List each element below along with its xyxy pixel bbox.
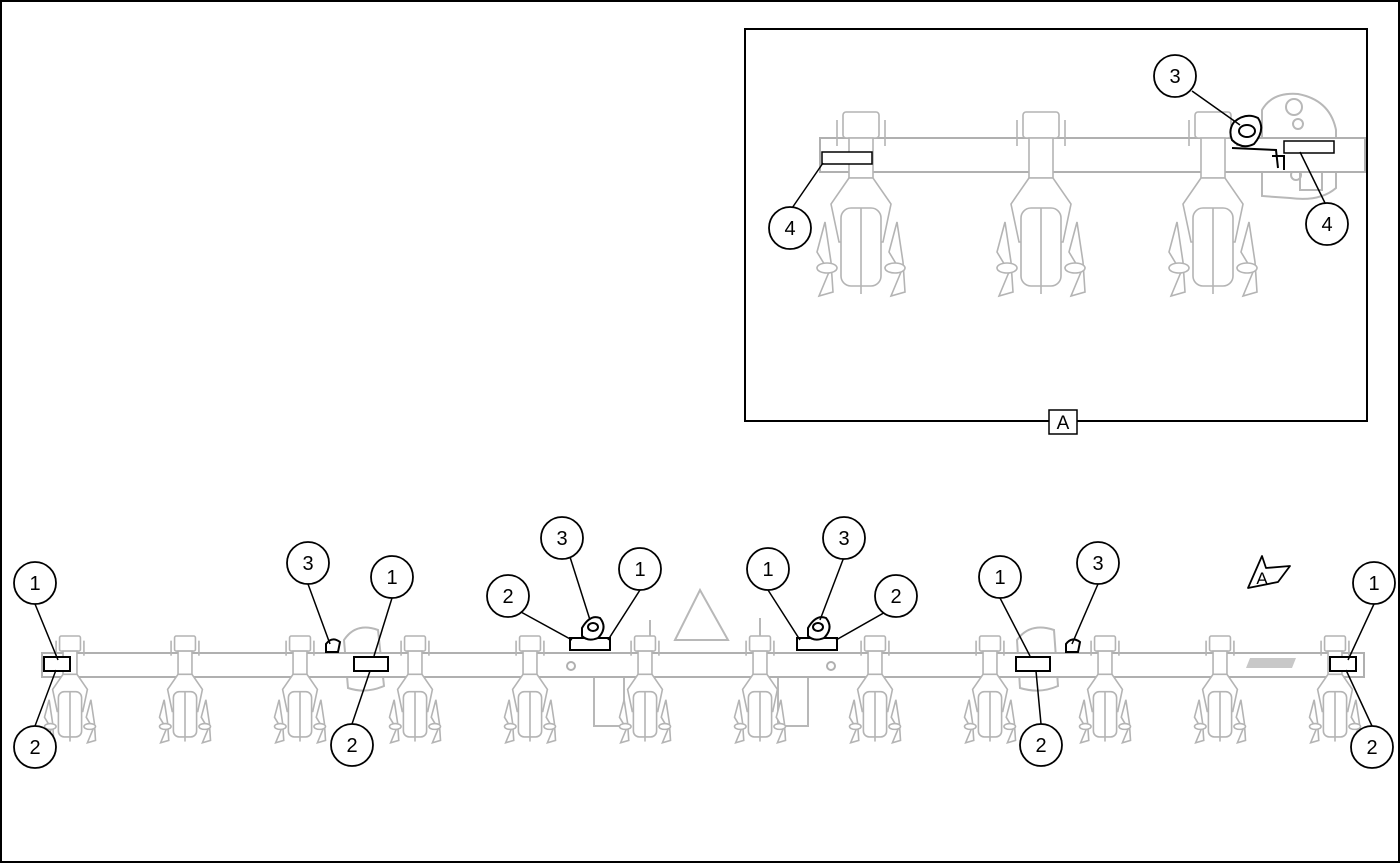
- row-unit-4: [388, 635, 442, 744]
- manual-holders: [325, 616, 1082, 653]
- callout-3-label: 3: [302, 553, 313, 575]
- callout-7-label: 1: [634, 559, 645, 581]
- view-arrow-icon: [1247, 555, 1291, 589]
- row-unit-8: [848, 635, 902, 744]
- inset-leaders: [789, 90, 1327, 212]
- callout-13: 3: [1076, 541, 1120, 585]
- row-unit-6: [618, 635, 672, 744]
- callout-6-label: 3: [556, 528, 567, 550]
- inset-callout-3-label: 4: [1321, 214, 1332, 236]
- manual-holder-left-wing: [325, 638, 342, 653]
- inset-decal-left: [821, 151, 873, 165]
- row-unit-11: [1193, 635, 1247, 744]
- row-unit-10: [1078, 635, 1132, 744]
- inset-row-units: [816, 111, 1258, 298]
- inset-callout-1: 3: [1153, 54, 1197, 98]
- callout-2-label: 2: [29, 737, 40, 759]
- callout-11-label: 1: [994, 567, 1005, 589]
- row-unit-5: [503, 635, 557, 744]
- callout-center-left-2: 2: [486, 574, 530, 618]
- callout-5: 2: [330, 723, 374, 767]
- callout-1-label: 1: [29, 573, 40, 595]
- detail-inset: 3 4 4 A: [744, 28, 1368, 435]
- manual-holder-center-right: [807, 616, 831, 641]
- callout-1: 1: [13, 561, 57, 605]
- inset-row-unit-2: [996, 111, 1086, 298]
- manual-holder-right-wing: [1065, 638, 1082, 653]
- callout-13-label: 3: [1092, 553, 1103, 575]
- callout-4-label: 1: [386, 567, 397, 589]
- callout-3: 3: [286, 541, 330, 585]
- manual-holder-center-left: [581, 616, 605, 641]
- view-arrow: A: [1247, 555, 1291, 589]
- callout-5-label: 2: [346, 735, 357, 757]
- brand-logo: [1246, 658, 1296, 668]
- callout-10-label: 2: [890, 586, 901, 608]
- callout-9-label: 3: [838, 528, 849, 550]
- callout-14-label: 1: [1368, 573, 1379, 595]
- callout-8-label: 1: [762, 559, 773, 581]
- callout-15: 2: [1350, 725, 1394, 769]
- main-leaders: [34, 556, 1375, 727]
- row-unit-7: [733, 635, 787, 744]
- bracket-far-right: [1329, 656, 1357, 672]
- inset-decal-right: [1283, 140, 1335, 154]
- inset-callout-2: 4: [768, 206, 812, 250]
- callout-12: 2: [1019, 723, 1063, 767]
- callout-7: 1: [618, 547, 662, 591]
- inset-callout-1-label: 3: [1169, 66, 1180, 88]
- main-toolbar: [41, 652, 1365, 678]
- row-unit-1: [43, 635, 97, 744]
- bracket-left-wing: [353, 656, 389, 672]
- callout-center-left-2-label: 2: [502, 586, 513, 608]
- main-row-units: [43, 635, 1362, 744]
- main-callouts: 1 2 3 1 2 3 1 1 3 2 1 2 3 1 2: [13, 516, 1396, 769]
- row-unit-9: [963, 635, 1017, 744]
- callout-6: 3: [540, 516, 584, 560]
- row-unit-2: [158, 635, 212, 744]
- inset-label: A: [1057, 413, 1070, 434]
- callout-8: 1: [746, 547, 790, 591]
- inset-row-unit-1: [816, 111, 906, 298]
- mount-brackets: [43, 637, 1357, 672]
- view-arrow-label: A: [1256, 569, 1268, 588]
- callout-12-label: 2: [1035, 735, 1046, 757]
- callout-11: 1: [978, 555, 1022, 599]
- callout-10: 2: [874, 574, 918, 618]
- callout-15-label: 2: [1366, 737, 1377, 759]
- main-planter: 1 2 3 1 2 3 1 1 3 2 1 2 3 1 2 2 A: [13, 516, 1396, 769]
- callout-2: 2: [13, 725, 57, 769]
- bracket-right-wing: [1015, 656, 1051, 672]
- callout-9: 3: [822, 516, 866, 560]
- inset-row-unit-3: [1168, 111, 1258, 298]
- inset-callout-3: 4: [1305, 202, 1349, 246]
- inset-label-box: A: [1048, 409, 1078, 435]
- inset-callout-2-label: 4: [784, 218, 795, 240]
- row-unit-3: [273, 635, 327, 744]
- callout-14: 1: [1352, 561, 1396, 605]
- callout-4: 1: [370, 555, 414, 599]
